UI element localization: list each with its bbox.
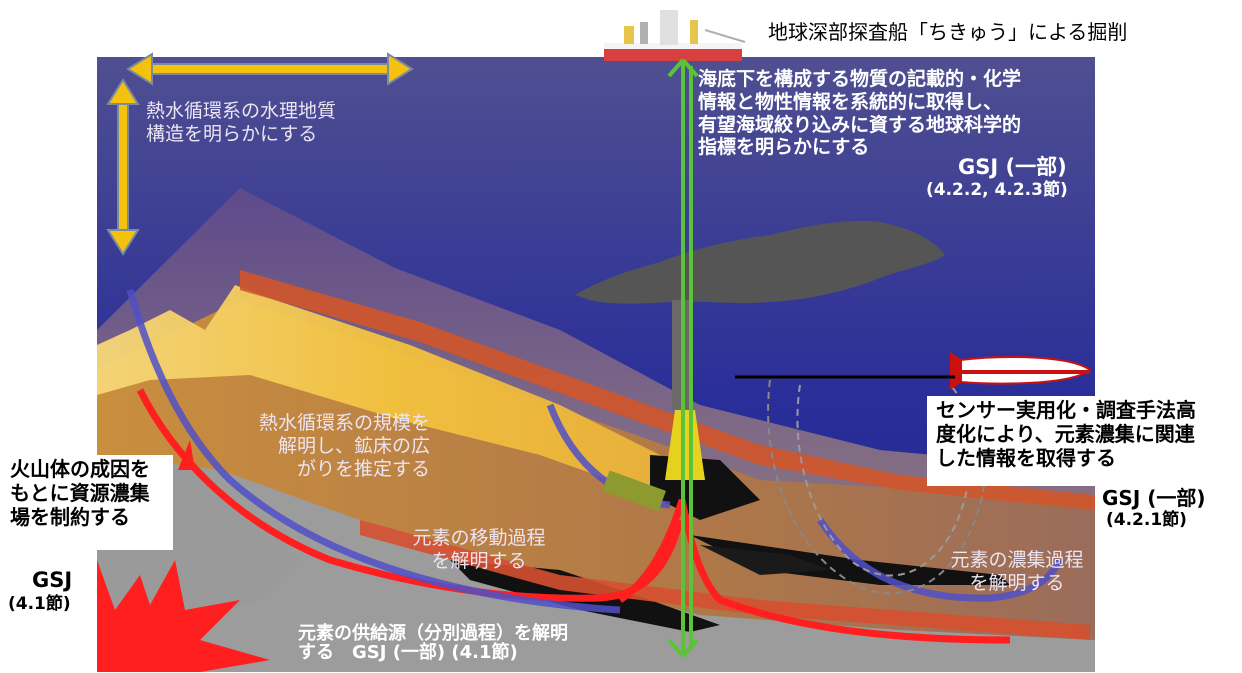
volcano-ref-label: (4.1節) [8, 594, 71, 614]
drilling-goal-label: 海底下を構成する物質の記載的・化学 情報と物性情報を系統的に取得し、 有望海域絞… [698, 68, 1022, 159]
hydro-structure-label: 熱水循環系の水理地質 構造を明らかにする [146, 100, 337, 145]
blue-flow-left [126, 289, 621, 614]
plume-cloud [575, 220, 945, 304]
chikyu-ship-icon [604, 10, 746, 61]
ore-body-middle [690, 535, 1010, 585]
ore-body-small [700, 545, 830, 575]
drilling-arrow [667, 58, 699, 658]
horizontal-scale-arrow [126, 52, 414, 86]
volcano-box [3, 455, 173, 550]
hydrothermal-zone [97, 285, 690, 505]
orange-band-lower [360, 520, 1090, 640]
red-flow-center [618, 498, 1011, 644]
auv-tail [950, 352, 962, 390]
ship-caption: 地球深部探査船「ちきゅう」による掘削 [768, 20, 1128, 44]
sensor-label: センサー実用化・調査手法高 度化により、元素濃集に関連 した情報を取得する [936, 398, 1196, 470]
sensor-gsj-label: GSJ (一部) [1102, 486, 1206, 510]
mantle-layer [97, 455, 1095, 672]
sensor-box [927, 396, 1242, 486]
element-transport-label: 元素の移動過程 を解明する [412, 527, 546, 572]
drilling-ref-label: (4.2.2, 4.2.3節) [926, 180, 1068, 200]
element-enrich-label: 元素の濃集過程 を解明する [950, 549, 1084, 594]
drilling-gsj-label: GSJ (一部) [958, 155, 1067, 179]
survey-arc-2 [767, 379, 986, 595]
volcano-gsj-label: GSJ [32, 568, 73, 592]
blue-flow-right [817, 518, 1064, 602]
hydro-scale-label: 熱水循環系の規模を 解明し、鉱床の広 がりを推定する [258, 412, 430, 480]
magma-star [97, 560, 270, 672]
vertical-scale-arrow [106, 78, 140, 256]
sample-block [602, 470, 666, 512]
supply-source-label: 元素の供給源（分別過程）を解明 する GSJ (一部) (4.1節) [298, 623, 568, 663]
sensor-ref-label: (4.2.1節) [1106, 510, 1187, 530]
magma-spike [178, 440, 195, 470]
volcano-label: 火山体の成因を もとに資源濃集 場を制約する [10, 457, 150, 529]
